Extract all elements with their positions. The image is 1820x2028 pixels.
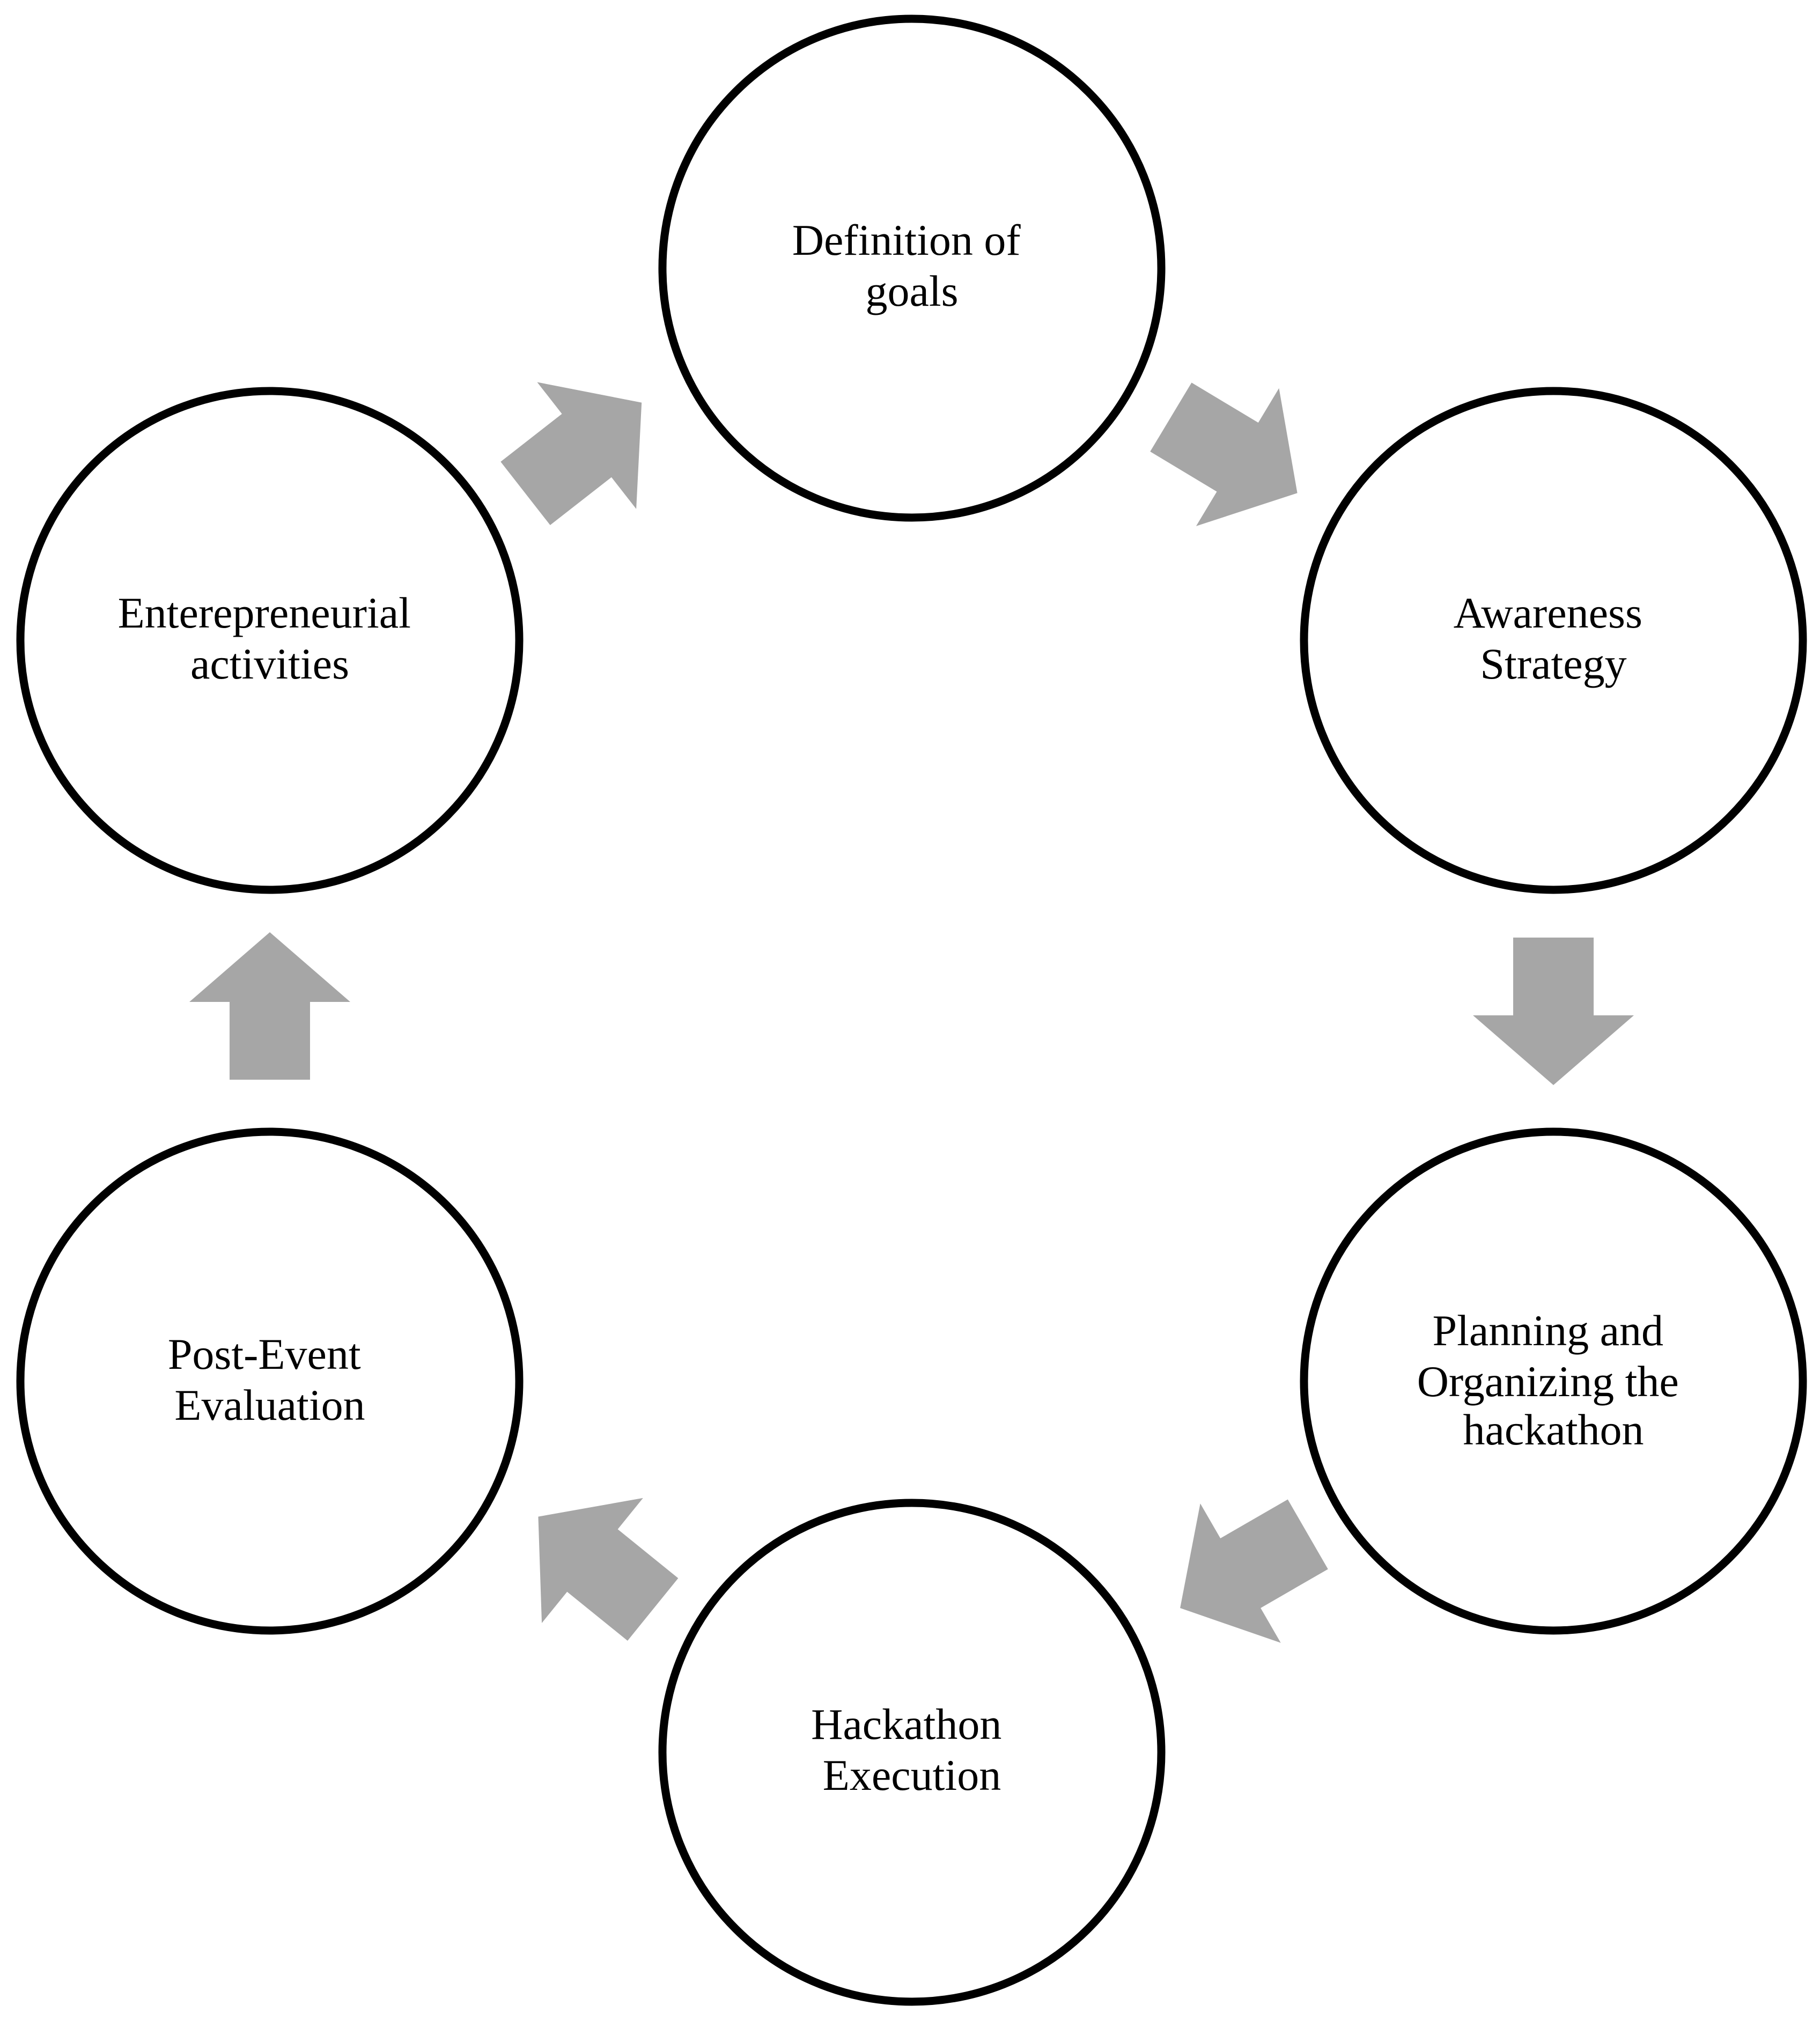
flow-arrow-up-right: [500, 382, 642, 526]
flow-arrow-up: [189, 932, 350, 1080]
stage-label-line: activities: [190, 639, 349, 688]
stage-label-line: Enterepreneurial: [118, 588, 411, 637]
stage-circle: [658, 14, 1166, 522]
stage-label: Post-Event Evaluation: [168, 1330, 372, 1429]
stage-label-line: Organizing the: [1417, 1357, 1679, 1406]
stage-label-line: Awareness: [1454, 588, 1642, 637]
stage-label-line: Strategy: [1480, 639, 1626, 688]
flow-arrow-down-left: [1180, 1499, 1328, 1643]
stage-label-line: hackathon: [1463, 1405, 1644, 1454]
stage-label-line: Definition of: [792, 216, 1021, 264]
stage-label-line: Post-Event: [168, 1330, 361, 1378]
stage-post-event-evaluation: Post-Event Evaluation: [16, 1127, 524, 1635]
stage-label-line: Execution: [823, 1751, 1001, 1800]
stage-label-line: goals: [865, 267, 958, 315]
stage-circle: [16, 1127, 524, 1635]
stage-circle: [1300, 387, 1807, 894]
flow-arrow-down-right: [1150, 382, 1298, 526]
stage-label-line: Hackathon: [811, 1700, 1001, 1749]
stage-circle: [1300, 1127, 1807, 1635]
stage-definition-of-goals: Definition of goals: [658, 14, 1166, 522]
stage-planning-and-organizing: Planning and Organizing the hackathon: [1300, 1127, 1807, 1635]
stage-label: Awareness Strategy: [1454, 588, 1654, 688]
flow-arrow-down: [1473, 938, 1634, 1085]
stage-label: Planning and Organizing the hackathon: [1417, 1306, 1690, 1454]
stage-label-line: Evaluation: [174, 1381, 365, 1429]
stage-circle: [16, 387, 524, 894]
stage-awareness-strategy: Awareness Strategy: [1300, 387, 1807, 894]
flow-arrow-up-left: [538, 1498, 679, 1641]
stage-label: Definition of goals: [792, 216, 1031, 315]
stage-label: Enterepreneurial activities: [118, 588, 422, 688]
stage-label: Hackathon Execution: [811, 1700, 1013, 1800]
stage-label-line: Planning and: [1433, 1306, 1663, 1355]
stage-entrepreneurial-activities: Enterepreneurial activities: [16, 387, 524, 894]
stage-circle: [658, 1499, 1166, 2006]
stage-hackathon-execution: Hackathon Execution: [658, 1499, 1166, 2006]
